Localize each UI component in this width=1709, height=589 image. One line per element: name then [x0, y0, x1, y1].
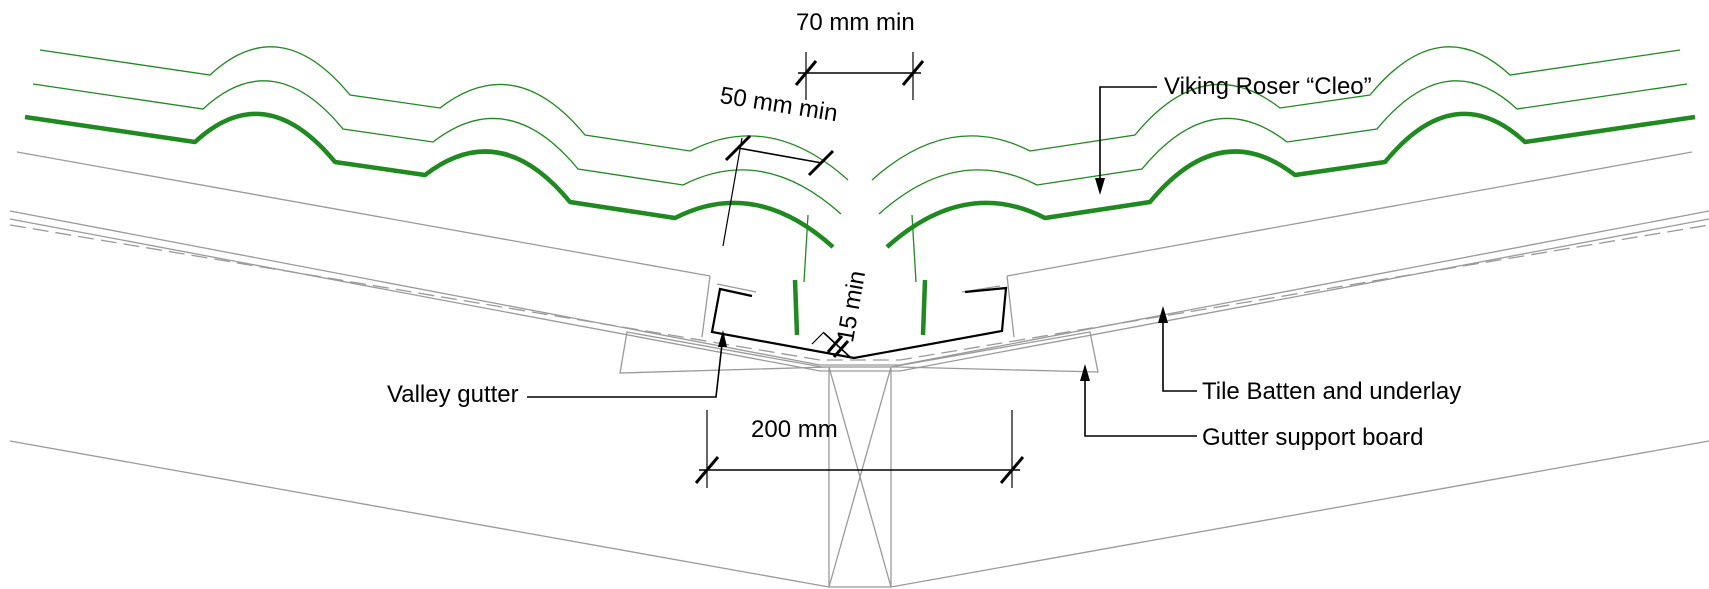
gutter-support-board [619, 331, 1099, 374]
sarking-boards [9, 210, 1709, 372]
leader-support-board [1080, 364, 1197, 437]
valley-post [828, 366, 892, 588]
tile-batten-left [16, 151, 757, 338]
dimension-50mm [722, 134, 835, 247]
underlay [9, 224, 1709, 361]
leader-batten [1158, 306, 1197, 392]
label-tile-name: Viking Roser “Cleo” [1164, 73, 1372, 100]
roof-tiles-right [871, 46, 1695, 336]
dimension-label-200mm: 200 mm [751, 416, 838, 443]
label-support-board: Gutter support board [1202, 424, 1424, 451]
valley-gutter [710, 286, 1008, 360]
leader-valley-gutter [527, 330, 727, 398]
leader-tile [1095, 86, 1157, 195]
roof-tiles-left [25, 46, 849, 336]
dimension-70mm [794, 52, 925, 100]
label-batten-underlay: Tile Batten and underlay [1202, 378, 1462, 405]
label-valley-gutter: Valley gutter [387, 381, 519, 408]
dimension-200mm [694, 410, 1025, 488]
dimension-label-70mm: 70 mm min [796, 9, 915, 36]
rafters [9, 440, 1709, 588]
dimension-15mm [811, 331, 851, 358]
